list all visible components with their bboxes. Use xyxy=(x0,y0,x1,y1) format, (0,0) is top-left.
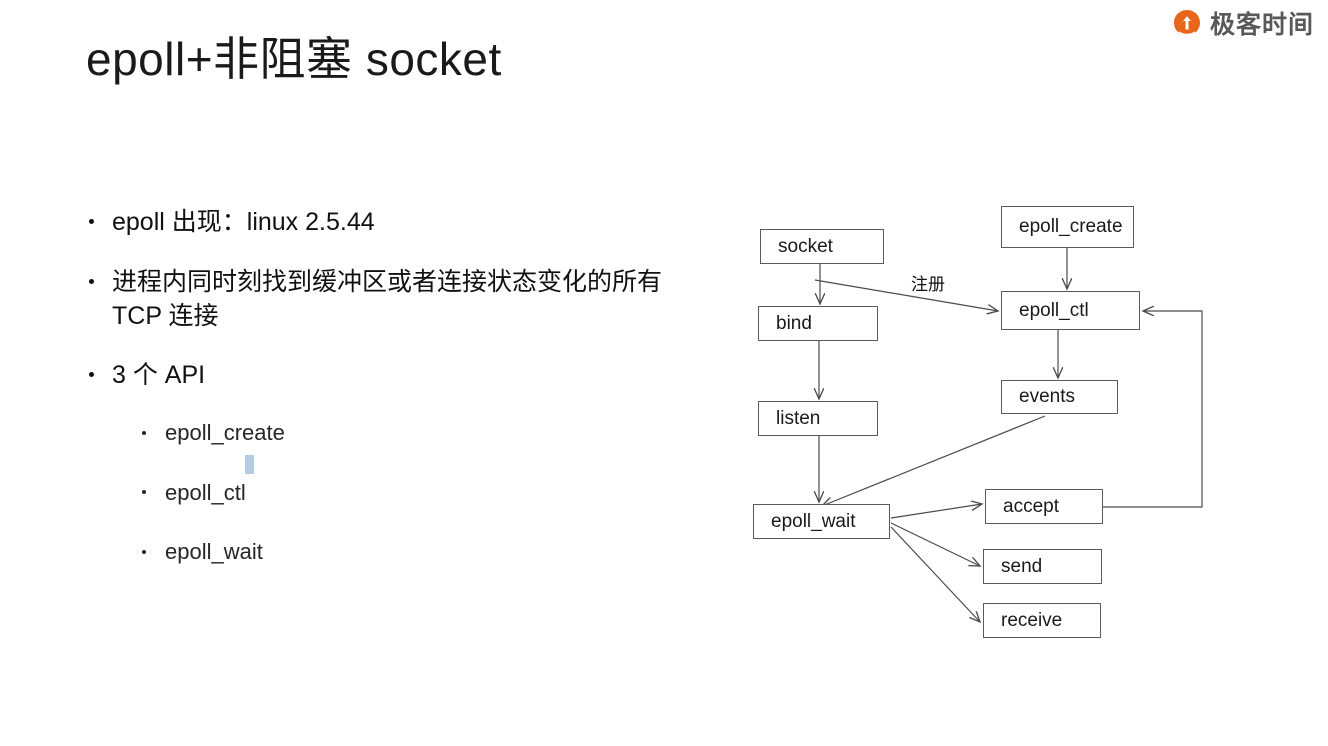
bullet-dot-icon xyxy=(142,550,146,555)
edge-label-register: 注册 xyxy=(911,275,945,294)
bullet-dot-icon xyxy=(142,430,146,435)
node-receive[interactable]: receive xyxy=(983,603,1101,638)
bullet-dot-icon xyxy=(89,278,94,284)
bullet-dot-icon xyxy=(89,372,94,378)
sub-bullet-item-epoll-ctl: epoll_ctl xyxy=(84,479,704,508)
node-socket[interactable]: socket xyxy=(760,229,884,264)
page-title: epoll+非阻塞 socket xyxy=(86,33,502,85)
bullet-dot-icon xyxy=(142,490,146,495)
edge-epoll-wait-receive xyxy=(890,526,980,622)
brand-wordmark: 极客时间 xyxy=(1209,9,1314,39)
node-epoll-create[interactable]: epoll_create xyxy=(1001,206,1134,248)
bullet-text: epoll 出现：linux 2.5.44 xyxy=(112,208,375,236)
text-caret-artifact xyxy=(245,455,254,474)
geektime-circle-arrow-icon xyxy=(1173,10,1200,38)
node-accept[interactable]: accept xyxy=(985,489,1103,524)
node-epoll-wait[interactable]: epoll_wait xyxy=(753,504,890,539)
sub-bullet-text: epoll_wait xyxy=(165,539,263,565)
bullet-dot-icon xyxy=(89,219,94,224)
sub-bullet-list: epoll_create epoll_ctl epoll_wait xyxy=(84,419,704,567)
sub-bullet-item-epoll-wait: epoll_wait xyxy=(84,538,704,567)
node-epoll-ctl[interactable]: epoll_ctl xyxy=(1001,291,1140,330)
bullet-text: 3 个 API xyxy=(112,361,206,390)
sub-bullet-text: epoll_create xyxy=(165,420,285,445)
bullet-item-1: epoll 出现：linux 2.5.44 xyxy=(84,206,704,240)
brand-logo: 极客时间 xyxy=(1171,8,1314,40)
bullet-list: epoll 出现：linux 2.5.44 进程内同时刻找到缓冲区或者连接状态变… xyxy=(84,206,704,598)
sub-bullet-item-epoll-create: epoll_create xyxy=(84,419,704,448)
node-events[interactable]: events xyxy=(1001,380,1118,414)
bullet-item-2: 进程内同时刻找到缓冲区或者连接状态变化的所有 TCP 连接 xyxy=(84,266,704,334)
bullet-text: 进程内同时刻找到缓冲区或者连接状态变化的所有 TCP 连接 xyxy=(112,267,663,330)
edge-epoll-wait-send xyxy=(890,522,980,566)
bullet-item-3: 3 个 API xyxy=(84,359,704,393)
node-bind[interactable]: bind xyxy=(758,306,878,341)
node-listen[interactable]: listen xyxy=(758,401,878,436)
node-send[interactable]: send xyxy=(983,549,1102,584)
edge-epoll-wait-accept xyxy=(890,504,982,519)
sub-bullet-text: epoll_ctl xyxy=(165,479,246,505)
